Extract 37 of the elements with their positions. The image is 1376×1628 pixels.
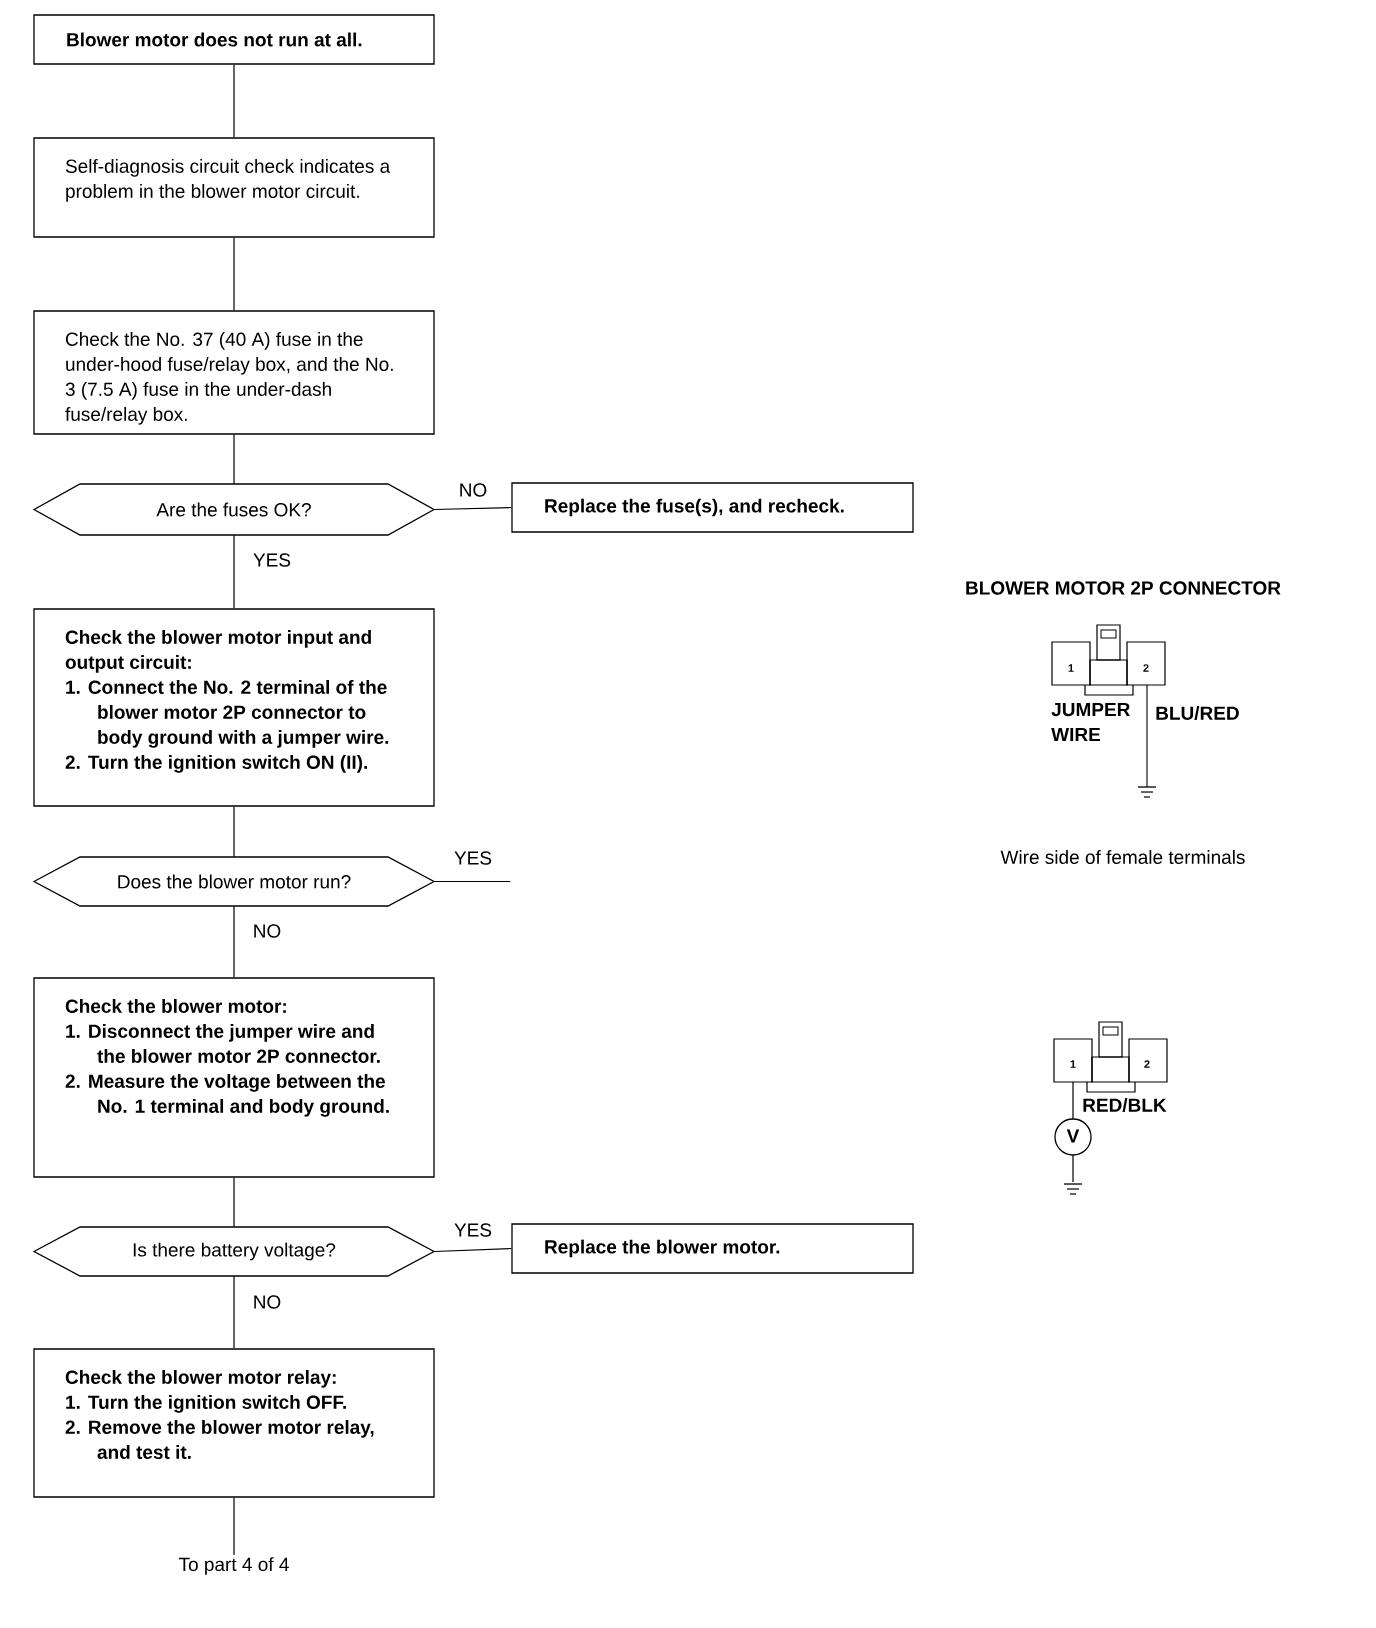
connector-line	[233, 534, 235, 609]
process-box: Replace the fuse(s), and recheck.	[511, 482, 914, 533]
connector-line	[433, 506, 512, 511]
connector-line	[233, 806, 235, 858]
edge-label: NO	[251, 923, 283, 939]
terminal-number: 1	[1070, 1060, 1076, 1068]
connector-line	[233, 434, 235, 485]
edge-label: YES	[252, 552, 292, 568]
edge-label: YES	[453, 1222, 493, 1238]
terminal-number: 2	[1144, 1060, 1150, 1068]
edge-label: NO	[251, 1294, 283, 1310]
connector-line	[233, 1497, 235, 1556]
edge-label: YES	[453, 850, 493, 866]
heading: BLOWER MOTOR 2P CONNECTOR	[966, 581, 1281, 595]
connector-line	[233, 64, 235, 138]
process-box: Replace the blower motor.	[511, 1223, 914, 1274]
continuation-text: To part 4 of 4	[178, 1557, 289, 1575]
connector-line	[233, 237, 235, 311]
connector-line	[233, 1177, 235, 1228]
note-text: Wire side of female terminals	[1000, 850, 1245, 864]
connector-line	[233, 905, 235, 978]
process-box: Check the blower motor: 1. Disconnect the jumper wire and the blower motor 2P connector. 2. Measure the voltage between the No. 1 terminal and body ground.	[33, 977, 435, 1178]
process-box: Check the blower motor relay: 1. Turn the ignition switch OFF. 2. Remove the blower motor relay, and test it.	[33, 1348, 435, 1498]
connector-line	[433, 880, 511, 883]
terminal-number: 1	[1068, 664, 1074, 672]
wire-label: RED/BLK	[1083, 1097, 1167, 1113]
process-box: Check the blower motor input and output circuit: 1. Connect the No. 2 terminal of the blower motor 2P connector to body ground with a jumper wire. 2. Turn the ignition switch ON (II).	[33, 608, 435, 807]
terminal-number: 2	[1143, 664, 1149, 672]
meter-letter: V	[1066, 1129, 1080, 1143]
wire-label: BLU/RED	[1156, 705, 1239, 721]
process-box: Check the No. 37 (40 A) fuse in the under-hood fuse/relay box, and the No. 3 (7.5 A) fuse in the under-dash fuse/relay box.	[33, 310, 435, 435]
edge-label: NO	[457, 482, 489, 498]
wire-label: JUMPER WIRE	[1051, 703, 1130, 742]
process-box: Self-diagnosis circuit check indicates a problem in the blower motor circuit.	[33, 137, 435, 238]
connector-line	[233, 1275, 235, 1349]
connector-line	[433, 1247, 512, 1253]
process-box: Blower motor does not run at all.	[33, 14, 435, 65]
